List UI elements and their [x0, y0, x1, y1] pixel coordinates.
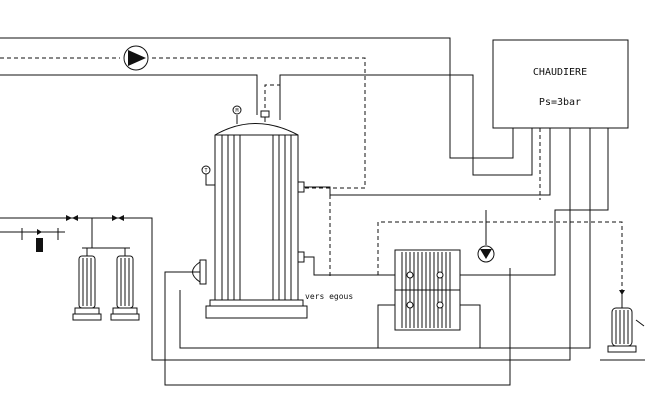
plate-heat-exchanger: [394, 249, 461, 331]
thermometer-symbol: T: [204, 168, 207, 174]
vessel-base: [607, 345, 637, 353]
storage-tank: M T: [192, 105, 308, 319]
hx-port-3: [406, 301, 414, 309]
nozzle-upper: [297, 181, 305, 193]
filter-right: [110, 248, 140, 321]
boiler-box: [492, 39, 629, 129]
circulator-pump-top: [123, 45, 149, 71]
hx-plates: [401, 252, 451, 328]
vent-valve-icon: [260, 110, 270, 118]
manometer-symbol: M: [235, 108, 238, 114]
valve-2-icon: [112, 215, 118, 221]
hx-port-1: [406, 271, 414, 279]
pressure-reducer-icon: [36, 238, 43, 252]
pipe-vent-dashed: [264, 84, 280, 115]
hx-port-2: [436, 271, 444, 279]
tank-base: [205, 305, 308, 319]
vessel-valve-icon: [619, 290, 625, 295]
valve-1-icon: [66, 215, 72, 221]
pipe-top-dashed-right: [152, 57, 366, 189]
bypass-valve-icon: [37, 229, 42, 235]
boiler-title: CHAUDIERE: [533, 67, 587, 78]
pipe-tank-return: [279, 74, 533, 176]
top-pipes: [0, 37, 533, 189]
pipe-feed-main: [0, 128, 571, 361]
pipe-loop-bottom: [164, 268, 511, 386]
lower-pipes: [164, 128, 623, 386]
vessel-body: [611, 307, 633, 347]
pipe-hx-out: [460, 128, 609, 276]
drain-label: vers egous: [305, 292, 353, 301]
manometer-icon: [232, 105, 242, 115]
pump-right-arrow-icon: [480, 249, 492, 259]
pipe-top-solid: [0, 37, 514, 159]
tank-body: [214, 123, 299, 301]
pump-top-arrow-icon: [128, 50, 146, 66]
pipe-hx-bottom-left: [377, 304, 395, 348]
manhole-flange: [199, 259, 207, 285]
boiler-pressure: Ps=3bar: [539, 97, 581, 108]
pipe-tank-lower-out: [304, 256, 395, 276]
pipe-tank-feed: [0, 74, 258, 115]
tank-ribs: [221, 135, 292, 300]
tank-base-plate: [209, 299, 304, 307]
pipe-hx-bottom-right: [460, 304, 481, 348]
expansion-vessel: [600, 290, 645, 361]
nozzle-lower: [297, 251, 305, 263]
boiler-unit: CHAUDIERE Ps=3bar: [492, 39, 629, 129]
pipe-return-line: [179, 128, 591, 349]
circulator-pump-right: [477, 245, 495, 263]
pipe-recirc-dashed: [377, 221, 623, 290]
filter-left: [72, 248, 102, 321]
hx-port-4: [436, 301, 444, 309]
cold-water-feed: [0, 128, 571, 361]
